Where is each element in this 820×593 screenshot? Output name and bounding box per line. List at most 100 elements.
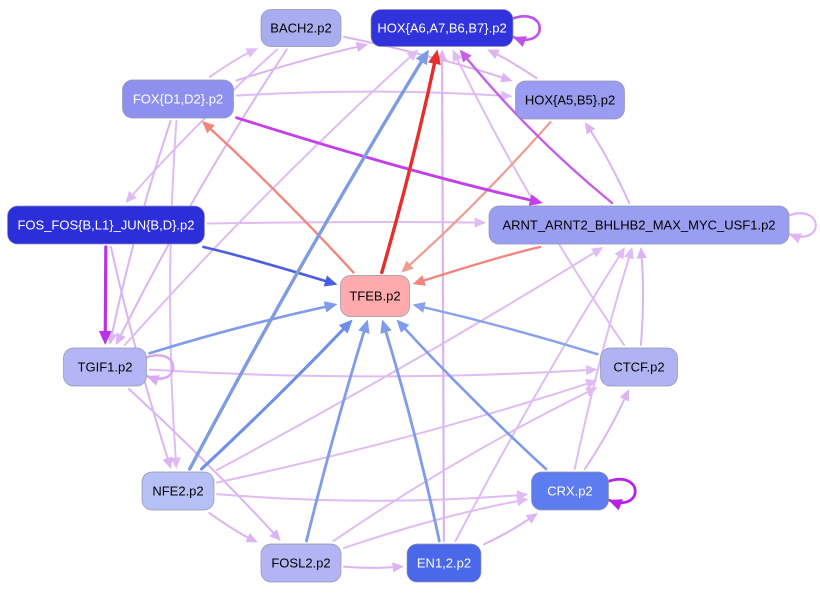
edge-NFE2-to-CRX (216, 493, 523, 502)
node-label-TFEB.p2: TFEB.p2 (349, 289, 400, 304)
edge-TGIF1-to-FOSL2 (127, 388, 278, 537)
edge-TFEB-to-HOXA6 (380, 56, 438, 275)
arrowhead-HOXA5B5-to-TFEB (401, 260, 414, 273)
arrowhead-HOXA5B5-to-HOXA6 (487, 49, 500, 60)
edge-BACH2-to-TGIF1 (118, 48, 288, 340)
arrowhead-ARNT-to-HOXA6 (459, 49, 472, 63)
node-TGIF1.p2[interactable]: TGIF1.p2 (63, 347, 147, 387)
node-FOS_FOS{B,L1}_JUN{B,D}.p2[interactable]: FOS_FOS{B,L1}_JUN{B,D}.p2 (7, 205, 205, 245)
arrowhead-CRX-to-TFEB (396, 319, 410, 333)
arrowhead-CRX-to-CTCF (619, 389, 630, 402)
node-HOX{A5,B5}.p2[interactable]: HOX{A5,B5}.p2 (515, 80, 625, 120)
edge-CRX-to-CTCF (583, 394, 628, 470)
arrowhead-NFE2-to-HOXA6 (415, 49, 429, 66)
edge-ARNT-to-TFEB (418, 245, 542, 284)
node-box-TGIF1.p2[interactable] (63, 347, 147, 387)
node-label-FOSL2.p2: FOSL2.p2 (271, 556, 330, 571)
node-box-NFE2.p2[interactable] (141, 471, 215, 511)
edge-BACH2-to-HOXA5B5 (343, 35, 508, 80)
edge-NFE2-to-HOXA6 (187, 55, 427, 471)
edge-ARNT-to-HOXA6 (463, 54, 614, 205)
edge-FOSL2-to-EN12 (343, 565, 399, 569)
node-label-FOS_FOS{B,L1}_JUN{B,D}.p2: FOS_FOS{B,L1}_JUN{B,D}.p2 (17, 218, 194, 233)
arrowhead-FOXD1D2-to-TGIF1 (106, 332, 118, 345)
node-box-HOX{A5,B5}.p2[interactable] (515, 80, 625, 120)
arrowhead-FOXD1D2-to-ARNT (528, 194, 543, 206)
arrowhead-CRX-to-ARNT (624, 247, 634, 260)
node-BACH2.p2[interactable]: BACH2.p2 (260, 9, 342, 47)
node-label-FOX{D1,D2}.p2: FOX{D1,D2}.p2 (133, 92, 223, 107)
arrowhead-ARNT-to-TFEB (412, 275, 426, 286)
node-label-TGIF1.p2: TGIF1.p2 (78, 360, 133, 375)
edge-NFE2-to-FOSL2 (208, 512, 253, 541)
arrowhead-FOS_JUN-to-NFE2 (162, 456, 173, 469)
edge-HOXA5B5-to-TFEB (405, 120, 552, 269)
node-box-EN1,2.p2[interactable] (406, 543, 482, 583)
edge-FOSL2-to-CRX (343, 499, 523, 550)
arrowhead-FOXD1D2-to-NFE2 (170, 457, 181, 469)
node-label-CTCF.p2: CTCF.p2 (613, 360, 664, 375)
node-box-TFEB.p2[interactable] (340, 275, 410, 317)
node-FOX{D1,D2}.p2[interactable]: FOX{D1,D2}.p2 (122, 79, 234, 119)
edge-FOXD1D2-to-NFE2 (169, 120, 178, 464)
node-CRX.p2[interactable]: CRX.p2 (531, 471, 609, 511)
node-FOSL2.p2[interactable]: FOSL2.p2 (260, 543, 342, 583)
node-box-BACH2.p2[interactable] (260, 9, 342, 47)
edge-FOS_JUN-to-TFEB (202, 245, 332, 284)
self-loop-ARNT (785, 212, 817, 238)
arrowhead-EN12-to-HOXA6 (436, 49, 448, 62)
edge-EN12-to-ARNT (454, 251, 623, 542)
arrowhead-EN12-to-TFEB (380, 319, 392, 334)
arrowhead-EN12-to-CRX (525, 513, 538, 524)
self-loop-arrowhead-TGIF1 (146, 375, 160, 386)
node-HOX{A6,A7,B6,B7}.p2[interactable]: HOX{A6,A7,B6,B7}.p2 (370, 9, 514, 47)
node-box-CRX.p2[interactable] (531, 471, 609, 511)
arrowhead-FOXD1D2-to-BACH2 (245, 48, 258, 58)
arrowhead-TGIF1-to-TFEB (323, 301, 338, 313)
edge-FOSL2-to-CTCF (332, 389, 593, 542)
node-label-BACH2.p2: BACH2.p2 (270, 21, 331, 36)
node-box-FOS_FOS{B,L1}_JUN{B,D}.p2[interactable] (7, 205, 205, 245)
edge-EN12-to-TFEB (383, 325, 441, 543)
arrowhead-ARNT-to-HOXA5B5 (584, 122, 596, 135)
self-loop-arrowhead-ARNT (789, 233, 802, 244)
node-box-CTCF.p2[interactable] (600, 347, 678, 387)
node-EN1,2.p2[interactable]: EN1,2.p2 (406, 543, 482, 583)
edge-TGIF1-to-CTCF (148, 368, 592, 378)
arrowhead-FOXD1D2-to-HOXA5B5 (500, 90, 513, 101)
edge-FOS_JUN-to-TGIF1 (103, 245, 108, 339)
arrowhead-TFEB-to-HOXA6 (428, 49, 441, 66)
node-NFE2.p2[interactable]: NFE2.p2 (141, 471, 215, 511)
node-label-HOX{A5,B5}.p2: HOX{A5,B5}.p2 (525, 93, 615, 108)
node-box-ARNT_ARNT2_BHLHB2_MAX_MYC_USF1.p2[interactable] (488, 205, 790, 245)
node-box-HOX{A6,A7,B6,B7}.p2[interactable] (370, 9, 514, 47)
node-ARNT_ARNT2_BHLHB2_MAX_MYC_USF1.p2[interactable]: ARNT_ARNT2_BHLHB2_MAX_MYC_USF1.p2 (488, 205, 790, 245)
edge-CTCF-to-TFEB (418, 305, 599, 356)
arrowhead-BACH2-to-FOS_JUN (125, 191, 137, 203)
arrowhead-CTCF-to-HOXA6 (452, 49, 463, 62)
edge-HOXA5B5-to-HOXA6 (492, 51, 538, 79)
arrowhead-TGIF1-to-CTCF (585, 365, 598, 376)
arrowhead-TFEB-to-FOXD1D2 (201, 121, 215, 134)
arrowhead-BACH2-to-HOXA5B5 (500, 72, 513, 83)
edge-EN12-to-HOXA6 (441, 55, 446, 543)
edge-NFE2-to-ARNT (216, 249, 599, 472)
edge-FOXD1D2-to-ARNT (235, 116, 537, 203)
self-loop-arrowhead-HOXA6 (513, 36, 527, 47)
edge-BACH2-to-FOS_JUN (128, 48, 279, 199)
node-CTCF.p2[interactable]: CTCF.p2 (600, 347, 678, 387)
node-box-FOSL2.p2[interactable] (260, 543, 342, 583)
arrowhead-FOSL2-to-EN12 (392, 562, 404, 573)
arrowhead-FOSL2-to-CRX (516, 496, 529, 507)
edge-EN12-to-CRX (483, 515, 534, 546)
edge-FOSL2-to-TFEB (305, 325, 367, 543)
node-TFEB.p2[interactable]: TFEB.p2 (340, 275, 410, 317)
self-loop-TGIF1 (143, 354, 175, 380)
arrowhead-TGIF1-to-HOXA6 (406, 49, 419, 61)
node-box-FOX{D1,D2}.p2[interactable] (122, 79, 234, 119)
arrowhead-CTCF-to-TFEB (412, 301, 426, 313)
arrowhead-BACH2-to-TGIF1 (115, 332, 126, 345)
edge-TGIF1-to-TFEB (148, 304, 332, 355)
node-label-HOX{A6,A7,B6,B7}.p2: HOX{A6,A7,B6,B7}.p2 (377, 21, 506, 36)
